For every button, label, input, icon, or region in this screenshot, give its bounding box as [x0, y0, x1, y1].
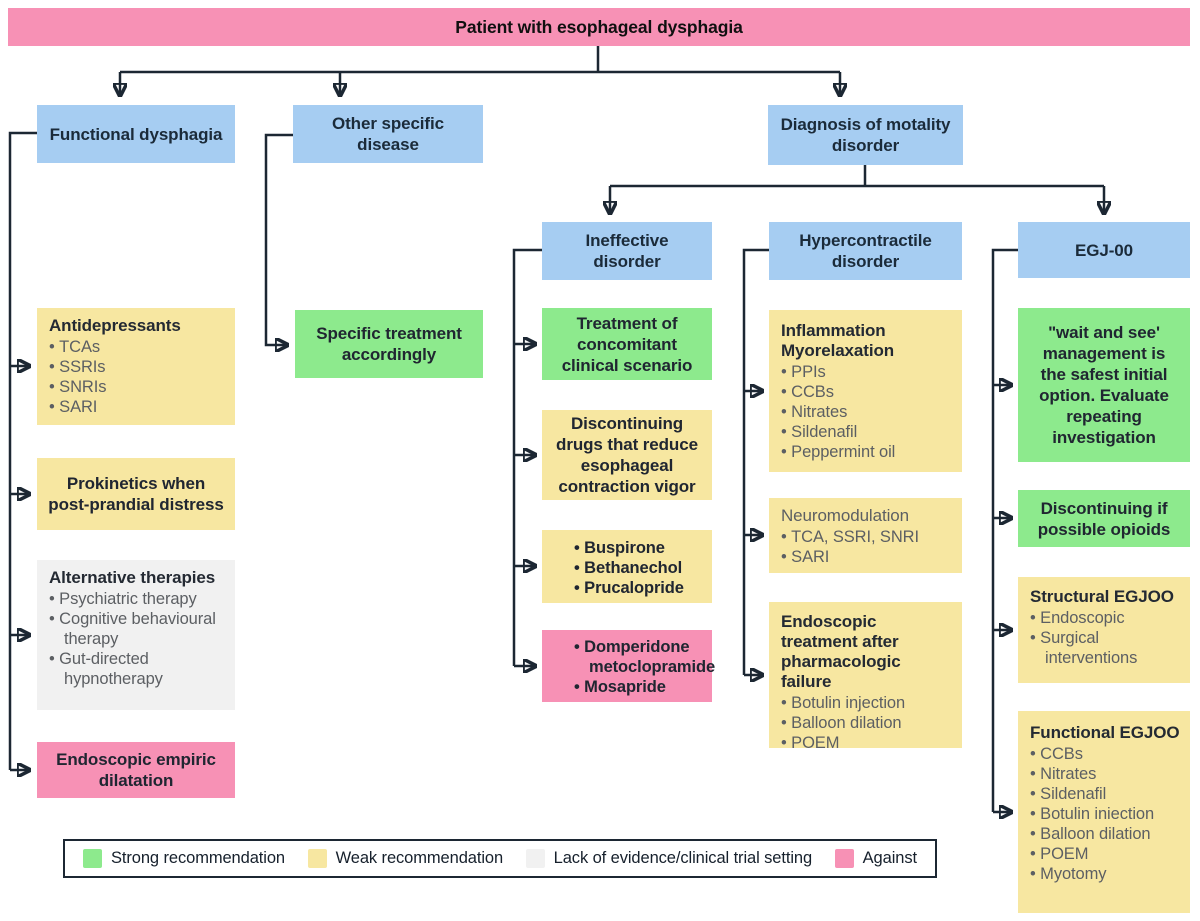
node-hypercontractile-disorder: Hypercontractile disorder: [769, 222, 962, 280]
node-label: Diagnosis of motality disorder: [780, 115, 951, 155]
bullet-item: Sildenafil: [1030, 784, 1180, 804]
bullet-item: Nitrates: [1030, 764, 1180, 784]
bullet-item: SSRIs: [49, 357, 225, 377]
bullet-list: PPIsCCBsNitratesSildenafilPeppermint oil: [781, 362, 952, 462]
node-discontinuing-drugs: Discontinuing drugs that reduce esophage…: [542, 410, 712, 500]
legend-item-weak: Weak recommendation: [307, 849, 504, 868]
legend-label: Strong recommendation: [111, 849, 285, 867]
bullet-item: Endoscopic: [1030, 608, 1180, 628]
bullet-item: Nitrates: [781, 402, 952, 422]
banner-title: Patient with esophageal dysphagia: [455, 16, 743, 37]
legend-item-lack-of-evidence: Lack of evidence/clinical trial setting: [525, 849, 813, 868]
legend-item-against: Against: [834, 849, 917, 868]
bullet-list: TCA, SSRI, SNRISARI: [781, 527, 952, 567]
bullet-item: Domperidone metoclopramide: [574, 637, 715, 677]
node-label: EGJ-00: [1075, 240, 1133, 260]
bullet-item: CCBs: [1030, 744, 1180, 764]
node-inflammation-myorelaxation: Inflammation Myorelaxation PPIsCCBsNitra…: [769, 310, 962, 472]
node-text: "wait and see' management is the safest …: [1039, 323, 1169, 447]
bullet-item: TCA, SSRI, SNRI: [781, 527, 952, 547]
node-endoscopic-empiric-dilatation: Endoscopic empiric dilatation: [37, 742, 235, 798]
legend-swatch-strong: [83, 849, 102, 868]
bullet-item: Botulin injection: [781, 693, 952, 713]
node-text: Discontinuing if possible opioids: [1037, 498, 1171, 539]
node-structural-egjoo: Structural EGJOO EndoscopicSurgical inte…: [1018, 577, 1190, 683]
bullet-item: SARI: [781, 547, 952, 567]
node-antidepressants: Antidepressants TCAsSSRIsSNRIsSARI: [37, 308, 235, 425]
bullet-list: EndoscopicSurgical interventions: [1030, 608, 1180, 668]
node-buspirone-bethanechol-prucalopride: BuspironeBethanecholPrucalopride: [542, 530, 712, 603]
bullet-item: Cognitive behavioural therapy: [49, 609, 225, 649]
box-title: Neuromodulation: [781, 506, 909, 525]
bullet-item: Surgical interventions: [1030, 628, 1180, 668]
bullet-item: SARI: [49, 397, 225, 417]
box-title: Alternative therapies: [49, 568, 216, 587]
node-functional-egjoo: Functional EGJOO CCBsNitratesSildenafilB…: [1018, 711, 1190, 913]
node-alternative-therapies: Alternative therapies Psychiatric therap…: [37, 560, 235, 710]
bullet-item: Balloon dilation: [781, 713, 952, 733]
bullet-item: Psychiatric therapy: [49, 589, 225, 609]
node-neuromodulation: Neuromodulation TCA, SSRI, SNRISARI: [769, 498, 962, 573]
node-text: Prokinetics when post-prandial distress: [48, 474, 224, 514]
node-label: Functional dysphagia: [49, 124, 223, 144]
box-title: Endoscopic treatment after pharmacologic…: [781, 612, 901, 691]
bullet-item: Peppermint oil: [781, 442, 952, 462]
node-wait-and-see: "wait and see' management is the safest …: [1018, 308, 1190, 462]
bullet-item: Botulin iniection: [1030, 804, 1180, 824]
legend-swatch-against: [834, 849, 854, 868]
bullet-list: Domperidone metoclopramideMosapride: [574, 637, 715, 697]
bullet-item: Bethanechol: [574, 558, 702, 578]
bullet-item: CCBs: [781, 382, 952, 402]
node-domperidone-mosapride: Domperidone metoclopramideMosapride: [542, 630, 715, 702]
node-endoscopic-treatment-failure: Endoscopic treatment after pharmacologic…: [769, 602, 962, 752]
node-egj-00: EGJ-00: [1018, 222, 1190, 278]
node-ineffective-disorder: Ineffective disorder: [542, 222, 712, 280]
node-label: Hypercontractile disorder: [799, 231, 932, 271]
bullet-item: SNRIs: [49, 377, 225, 397]
legend-swatch-weak: [307, 849, 327, 868]
node-label: Ineffective disorder: [585, 231, 669, 271]
node-text: Specific treatment accordingly: [316, 324, 462, 364]
bullet-item: POEM: [1030, 844, 1180, 864]
banner-patient-esophageal-dysphagia: Patient with esophageal dysphagia: [8, 8, 1190, 46]
bullet-item: Balloon dilation: [1030, 824, 1180, 844]
legend-item-strong: Strong recommendation: [83, 849, 285, 868]
bullet-item: Prucalopride: [574, 578, 702, 598]
bullet-item: TCAs: [49, 337, 225, 357]
bullet-item: Myotomy: [1030, 864, 1180, 884]
node-prokinetics: Prokinetics when post-prandial distress: [37, 458, 235, 530]
node-functional-dysphagia: Functional dysphagia: [37, 105, 235, 163]
node-treatment-concomitant: Treatment of concomitant clinical scenar…: [542, 308, 712, 380]
node-text: Treatment of concomitant clinical scenar…: [561, 313, 693, 375]
node-diagnosis-motality-disorder: Diagnosis of motality disorder: [768, 105, 963, 165]
legend-label: Against: [862, 849, 917, 867]
node-text: Endoscopic empiric dilatation: [56, 750, 216, 790]
bullet-list: Botulin injectionBalloon dilationPOEM: [781, 693, 952, 753]
bullet-item: Sildenafil: [781, 422, 952, 442]
node-other-specific-disease: Other specific disease: [293, 105, 483, 163]
bullet-item: Buspirone: [574, 538, 702, 558]
legend-label: Lack of evidence/clinical trial setting: [553, 849, 813, 867]
box-title: Inflammation Myorelaxation: [781, 321, 895, 360]
node-discontinuing-opioids: Discontinuing if possible opioids: [1018, 490, 1190, 547]
legend-label: Weak recommendation: [335, 849, 504, 867]
node-text: Discontinuing drugs that reduce esophage…: [556, 414, 698, 496]
box-title: Structural EGJOO: [1030, 587, 1174, 606]
bullet-list: Psychiatric therapyCognitive behavioural…: [49, 589, 225, 689]
bullet-list: CCBsNitratesSildenafilBotulin iniectionB…: [1030, 744, 1180, 884]
node-specific-treatment: Specific treatment accordingly: [295, 310, 483, 378]
legend: Strong recommendation Weak recommendatio…: [63, 839, 937, 878]
bullet-item: PPIs: [781, 362, 952, 382]
bullet-item: Mosapride: [574, 677, 702, 697]
legend-swatch-lack: [525, 849, 545, 868]
bullet-list: BuspironeBethanecholPrucalopride: [574, 538, 702, 598]
box-title: Antidepressants: [49, 316, 181, 335]
bullet-item: POEM: [781, 733, 952, 753]
box-title: Functional EGJOO: [1030, 723, 1180, 742]
node-label: Other specific disease: [332, 114, 444, 154]
bullet-list: TCAsSSRIsSNRIsSARI: [49, 337, 225, 417]
bullet-item: Gut-directed hypnotherapy: [49, 649, 225, 689]
